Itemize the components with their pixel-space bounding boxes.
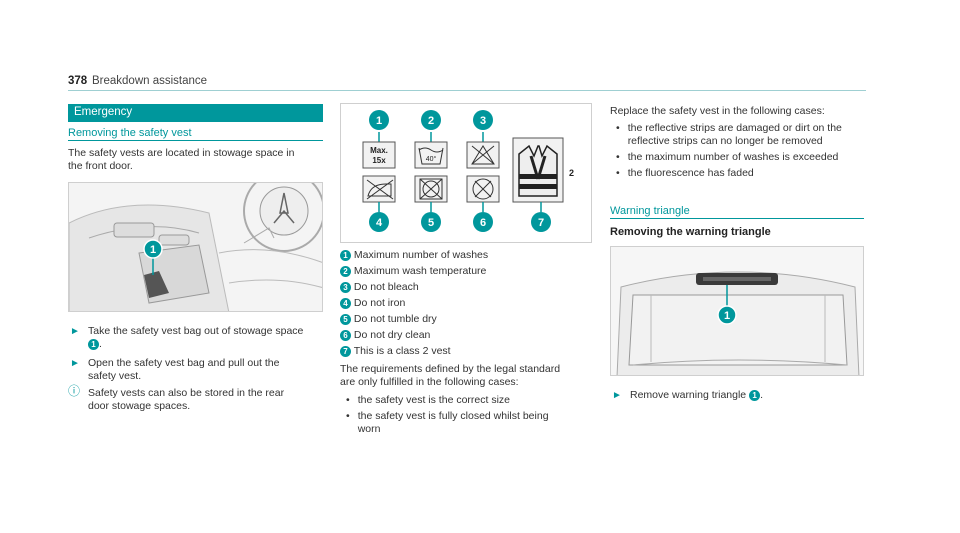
requirements-text: The requirements defined by the legal st… [340, 363, 561, 388]
page-header-title: Breakdown assistance [92, 75, 208, 87]
fig-badge-3: 3 [480, 115, 486, 127]
symbol-legend: 1 Maximum number of washes 2 Maximum was… [340, 249, 600, 361]
arrow-icon: ► [70, 326, 80, 337]
requirements-list: •the safety vest is the correct size •th… [346, 394, 600, 436]
section-bar [68, 104, 323, 122]
subhead-warning-triangle: Warning triangle [610, 205, 690, 217]
info-icon: ⓘ [68, 384, 81, 398]
temp-label: 40° [426, 155, 437, 163]
step-2-text: Open the safety vest bag and pull out th… [88, 357, 280, 382]
fig-badge-2: 2 [428, 115, 434, 127]
legend-badge: 4 [340, 297, 351, 309]
legend-text: Do not iron [353, 297, 406, 309]
intro-text: The safety vests are located in stowage … [68, 147, 295, 172]
arrow-icon: ► [612, 390, 622, 401]
legend-text: This is a class 2 vest [353, 345, 451, 357]
fig-badge-1: 1 [376, 115, 382, 127]
legend-text: Do not tumble dry [353, 313, 437, 325]
note-text: Safety vests can also be stored in the r… [88, 387, 285, 412]
step-1: ► [70, 325, 80, 338]
step-badge: 1 [88, 338, 99, 350]
section-label: Emergency [74, 106, 133, 118]
photo-badge: 1 [150, 244, 156, 256]
legend-badge: 2 [340, 265, 351, 277]
door-photo: 1 [68, 182, 323, 312]
list-item: •the safety vest is the correct size [346, 394, 510, 406]
label-figure: 1 2 3 Max. 15x 40° 2 [340, 103, 592, 243]
list-item: •the maximum number of washes is exceede… [616, 151, 839, 163]
list-item: •the fluorescence has faded [616, 167, 754, 179]
class-label: 2 [569, 168, 574, 178]
replace-intro: Replace the safety vest in the following… [610, 105, 825, 117]
legend-badge: 7 [340, 345, 351, 357]
replace-list: •the reflective strips are damaged or di… [616, 122, 870, 180]
arrow-icon: ► [70, 358, 80, 369]
max-count: 15x [372, 156, 386, 165]
subhead-rule [68, 140, 323, 141]
legend-text: Do not dry clean [353, 329, 431, 341]
legend-badge: 5 [340, 313, 351, 325]
legend-badge: 3 [340, 281, 351, 293]
step-1-text: Take the safety vest bag out of stowage … [88, 325, 304, 350]
list-item: •the reflective strips are damaged or di… [616, 122, 842, 147]
photo-badge: 1 [724, 310, 730, 322]
step-badge: 1 [749, 389, 761, 401]
note: ⓘ [68, 385, 80, 399]
page-number: 378 [68, 75, 88, 87]
removing-triangle-heading: Removing the warning triangle [610, 226, 771, 238]
step-remove: ► [612, 389, 622, 402]
trunk-photo: 1 [610, 246, 864, 376]
legend-badge: 1 [340, 249, 351, 261]
step-remove-text: Remove warning triangle 1. [630, 389, 763, 401]
fig-badge-5: 5 [428, 217, 434, 229]
legend-text: Maximum wash temperature [353, 265, 487, 277]
fig-badge-6: 6 [480, 217, 486, 229]
legend-text: Do not bleach [353, 281, 419, 293]
fig-badge-4: 4 [376, 217, 383, 229]
max-label: Max. [370, 146, 388, 155]
legend-text: Maximum number of washes [353, 249, 489, 261]
subhead-rule [610, 218, 864, 219]
legend-badge: 6 [340, 329, 351, 341]
step-2: ► [70, 357, 80, 370]
subhead-safety-vest: Removing the safety vest [68, 127, 192, 139]
list-item: •the safety vest is fully closed whilst … [346, 410, 549, 435]
fig-badge-7: 7 [538, 217, 544, 229]
header-rule [68, 90, 866, 91]
